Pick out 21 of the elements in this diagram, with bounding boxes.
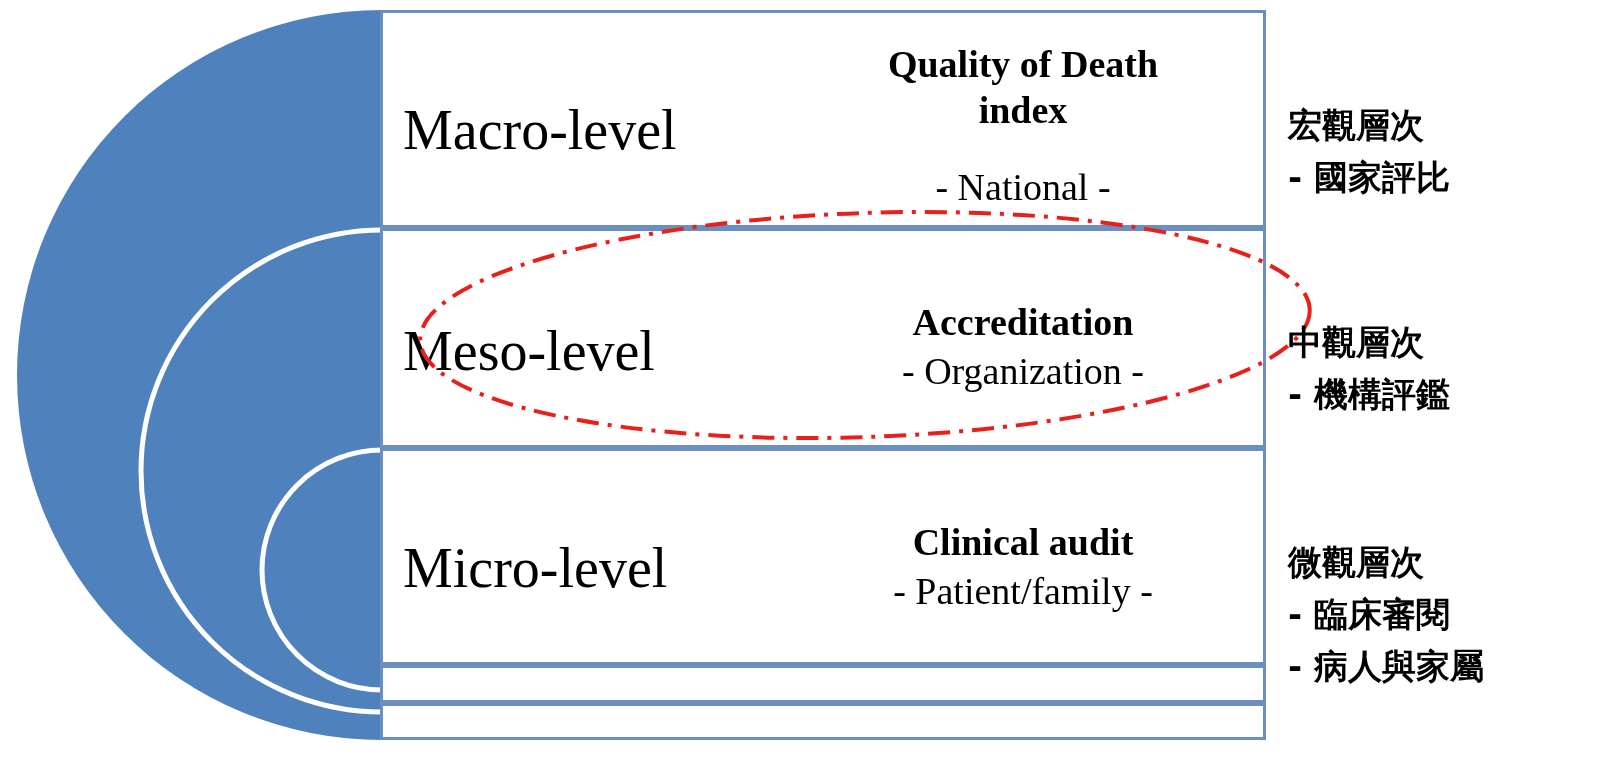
measure-title: Clinical audit [911,520,1135,565]
level-caption: 宏觀層次 [1288,104,1424,147]
caption-line: - 機構評鑑 [1288,373,1450,416]
empty-band [380,703,1266,740]
measure-title: Quality of Death index [886,42,1160,133]
level-name: Macro-level [403,98,677,162]
level-band [380,10,1266,228]
level-band [380,448,1266,665]
caption-line: - 國家評比 [1288,156,1450,199]
measure-title: Accreditation [911,300,1135,345]
level-caption: 微觀層次 [1288,541,1424,584]
level-caption: 中觀層次 [1288,321,1424,364]
scope-text: - Organization - [901,349,1145,393]
level-name: Meso-level [403,319,655,383]
scope-text: - National - [934,165,1112,209]
scope-text: - Patient/family - [892,569,1154,613]
level-name: Micro-level [403,536,668,600]
caption-line: - 病人與家屬 [1288,645,1484,688]
empty-band [380,665,1266,703]
caption-line: - 臨床審閱 [1288,593,1450,636]
level-band [380,228,1266,448]
